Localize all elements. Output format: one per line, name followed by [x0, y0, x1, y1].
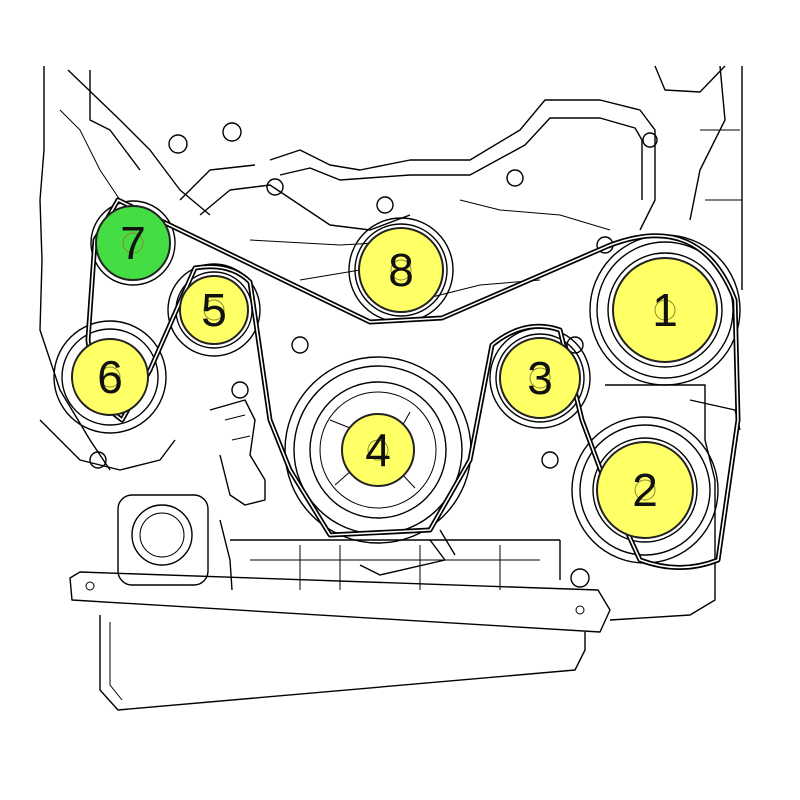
- serpentine-belt: [85, 197, 741, 570]
- pulley-1-label: 1: [652, 284, 678, 336]
- pulley-4-highlight: [341, 413, 415, 487]
- pulley-3-highlight: [499, 337, 581, 419]
- engine-block-outline: [39, 65, 743, 711]
- pulley-2-highlight: [596, 441, 694, 539]
- pulley-6-hub: [99, 366, 121, 388]
- pulley-5-label: 5: [201, 284, 227, 336]
- pulley-5-highlight: [179, 275, 249, 345]
- pulley-8: 8: [358, 227, 444, 313]
- pulley-4: 4: [341, 413, 415, 487]
- pulley-7-hub: [122, 232, 144, 254]
- pulley-5: 5: [179, 275, 249, 345]
- pulley-7: 7: [95, 205, 171, 281]
- pulley-2-label: 2: [632, 464, 658, 516]
- pulley-2: 2: [596, 441, 694, 539]
- pulley-5-hub: [203, 299, 225, 321]
- pulley-1-hub: [654, 299, 676, 321]
- pulley-1-highlight: [612, 257, 718, 363]
- pulley-3-label: 3: [527, 352, 553, 404]
- pulley-4-label: 4: [365, 424, 391, 476]
- pulley-1: 1: [612, 257, 718, 363]
- pulley-7-label: 7: [120, 217, 146, 269]
- pulley-8-label: 8: [388, 244, 414, 296]
- pulley-rims: [53, 200, 741, 564]
- pulley-8-hub: [390, 259, 412, 281]
- pulley-3-hub: [529, 367, 551, 389]
- pulley-3: 3: [499, 337, 581, 419]
- pulley-6-highlight: [71, 338, 149, 416]
- pulley-6: 6: [71, 338, 149, 416]
- pulley-8-highlight: [358, 227, 444, 313]
- pulley-markers: 1 2 3 4 5 6 7 8: [71, 205, 718, 539]
- pulley-4-hub: [367, 439, 389, 461]
- pulley-7-highlight: [95, 205, 171, 281]
- pulley-2-hub: [634, 479, 656, 501]
- pulley-6-label: 6: [97, 351, 123, 403]
